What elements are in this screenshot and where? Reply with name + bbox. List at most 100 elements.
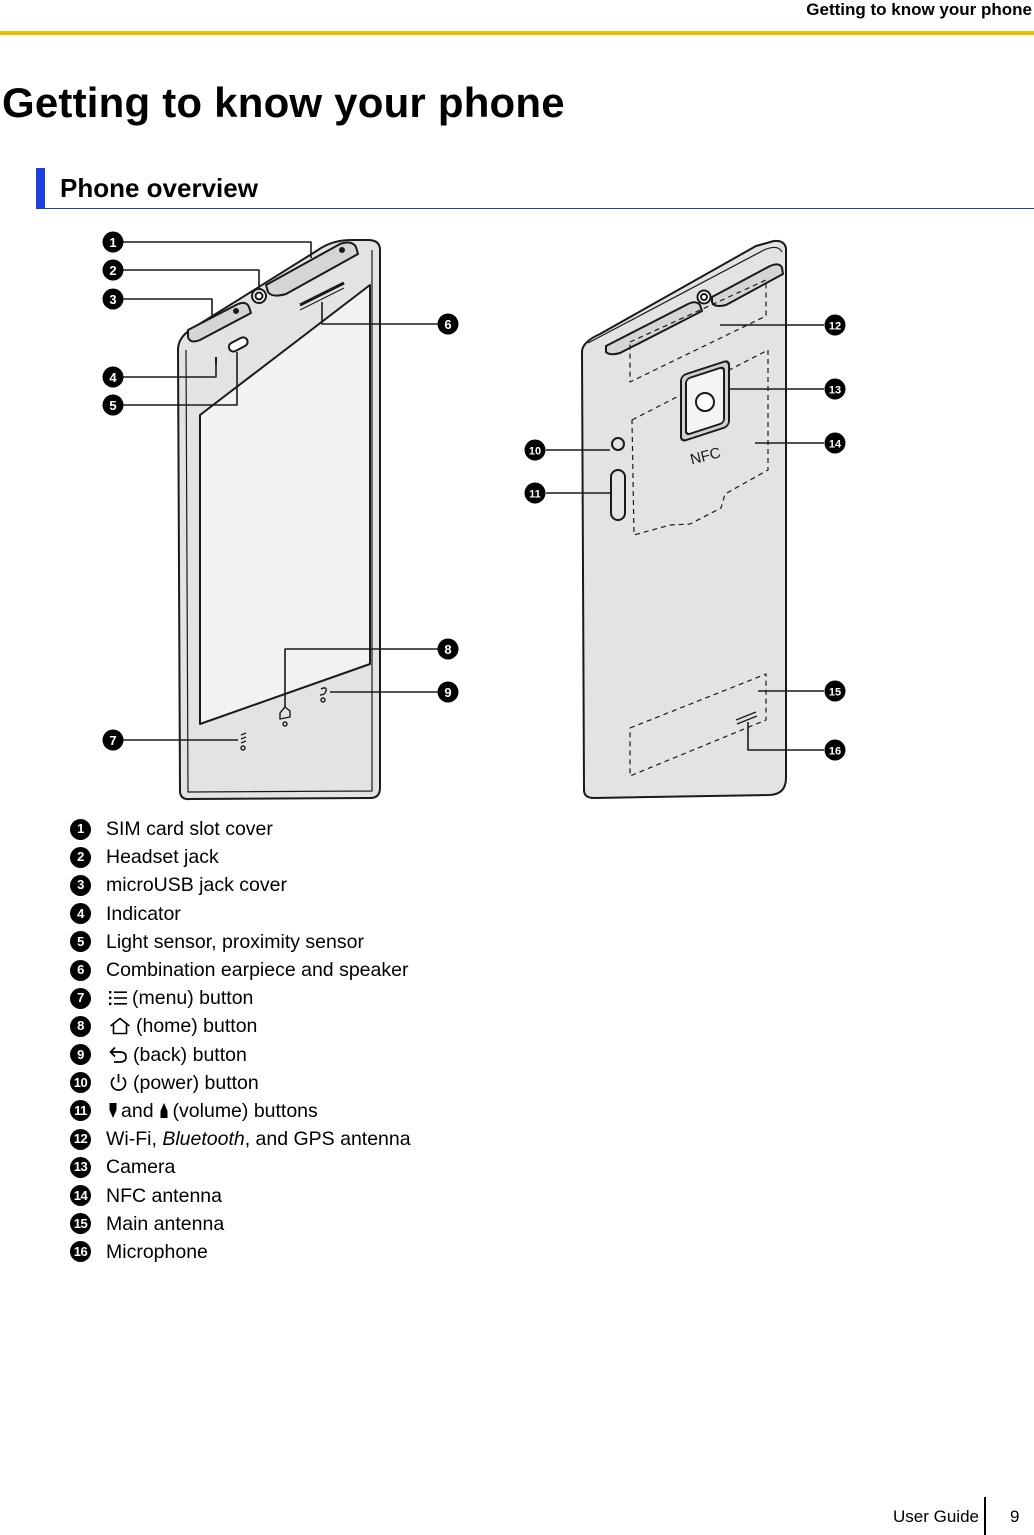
back-camera [680,360,730,442]
callout-badge: 13 [824,378,846,400]
legend-number: 14 [70,1185,91,1207]
svg-text:8: 8 [444,642,451,657]
legend-text: Main antenna [106,1212,225,1235]
back-phone-view [581,239,787,799]
page-number: 9 [1010,1507,1020,1526]
section-title: Phone overview [60,173,258,203]
front-phone-view [177,239,381,801]
callout-badge: 12 [824,314,846,336]
home-icon [110,1018,130,1035]
svg-text:15: 15 [829,687,841,699]
callout-badge: 6 [437,313,459,335]
legend-item: 13 Camera [70,1153,770,1181]
legend-number: 6 [70,959,91,981]
nfc-mark: NFC [689,444,723,468]
legend-number: 5 [70,931,91,953]
svg-text:1: 1 [109,235,116,250]
sim-card-slot-cover [265,241,359,297]
svg-text:10: 10 [529,446,541,458]
back-power-key [611,437,625,451]
legend-text: Microphone [106,1240,208,1263]
legend-number: 13 [70,1156,91,1178]
legend-text: Wi-Fi, Bluetooth, and GPS antenna [106,1128,411,1151]
legend-text: (power) button [133,1071,259,1094]
svg-text:9: 9 [444,685,451,700]
legend-item: 4 Indicator [70,900,770,928]
microusb-jack-cover [187,301,252,343]
legend-number: 7 [70,987,91,1009]
earpiece-speaker-grille [299,281,345,307]
main-antenna-area [629,673,767,777]
chapter-title: Getting to know your phone [2,79,565,126]
running-header: Getting to know your phone [806,0,1032,19]
headset-jack [251,288,267,304]
legend-text: (menu) button [132,987,254,1010]
svg-text:16: 16 [829,746,841,758]
legend-item: 7 (menu) button [70,984,770,1012]
front-screen [199,284,371,725]
legend-number: 3 [70,874,91,896]
callout-badge: 5 [102,394,124,416]
callout-badge: 8 [437,638,459,660]
legend-number: 16 [70,1241,91,1263]
front-back-key-icon [319,687,327,703]
legend-number: 9 [70,1044,91,1066]
legend-item: 16 Microphone [70,1238,770,1266]
legend-item: 2 Headset jack [70,843,770,871]
legend-number: 10 [70,1072,91,1094]
callout-badge: 2 [102,259,124,281]
callout-badge: 11 [524,482,546,504]
svg-text:3: 3 [109,292,116,307]
legend-connector-word: and [121,1099,154,1122]
legend-text: (back) button [133,1043,247,1066]
svg-text:7: 7 [109,733,116,748]
phone-diagram: NFC 1 2 3 4 5 6 7 8 9 10 11 12 13 14 15 … [0,210,1034,810]
legend-text: Indicator [106,902,181,925]
legend-text: (volume) buttons [172,1099,318,1122]
svg-text:12: 12 [829,321,841,333]
legend-item: 5 Light sensor, proximity sensor [70,928,770,956]
legend-text: (home) button [136,1015,258,1038]
footer-divider [984,1497,986,1535]
legend-text: Light sensor, proximity sensor [106,930,364,953]
callout-badge: 4 [102,366,124,388]
legend-number: 4 [70,903,91,925]
front-home-key-icon [279,706,291,727]
legend-number: 8 [70,1015,91,1037]
legend-text: NFC antenna [106,1184,222,1207]
section-bar [36,168,45,208]
nfc-antenna-area [631,349,769,536]
light-proximity-sensor [227,336,249,353]
volume-down-icon [109,1103,117,1119]
menu-icon [109,991,127,1006]
header-rule [0,31,1034,35]
callout-badge: 14 [824,432,846,454]
legend-number: 15 [70,1213,91,1235]
legend-item: 12 Wi-Fi, Bluetooth, and GPS antenna [70,1125,770,1153]
phone-illustration: NFC 1 2 3 4 5 6 7 8 9 10 11 12 13 14 15 … [102,231,846,801]
front-menu-key-icon [240,732,247,751]
callout-badge: 16 [824,739,846,761]
legend-number: 1 [70,818,91,840]
legend-text: Camera [106,1156,176,1179]
svg-text:14: 14 [829,439,842,451]
wifi-bt-gps-antenna-area [629,279,767,383]
legend-item: 10 (power) button [70,1069,770,1097]
legend-item: 9 (back) button [70,1041,770,1069]
svg-text:5: 5 [109,398,116,413]
svg-text:4: 4 [109,370,117,385]
legend-text: Combination earpiece and speaker [106,959,409,982]
legend-item: 11 and (volume) buttons [70,1097,770,1125]
volume-up-icon [160,1103,168,1119]
svg-text:6: 6 [444,317,451,332]
svg-text:11: 11 [529,489,541,501]
legend-text: Headset jack [106,846,219,869]
footer-guide-label: User Guide [893,1507,979,1526]
legend-number: 2 [70,846,91,868]
legend-number: 11 [70,1100,91,1122]
callout-badge: 7 [102,729,124,751]
callout-leaders [123,241,824,751]
microphone-holes [735,711,758,725]
